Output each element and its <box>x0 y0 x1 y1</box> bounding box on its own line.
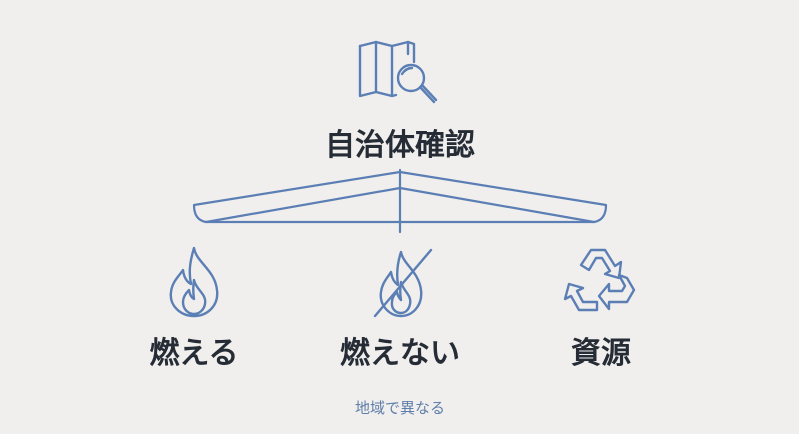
category-label-nonburnable: 燃えない <box>340 336 460 371</box>
category-label-burnable: 燃える <box>149 336 239 371</box>
flame-crossed-icon <box>373 248 433 318</box>
inner-chevron <box>204 186 596 224</box>
recycle-icon <box>563 248 636 312</box>
flame-icon <box>169 246 219 318</box>
category-label-recyclable: 資源 <box>571 336 631 371</box>
root-label: 自治体確認 <box>325 128 475 163</box>
bracket-outline <box>192 170 608 224</box>
region-note: 地域で異なる <box>354 399 445 417</box>
map-search-icon <box>358 40 438 104</box>
